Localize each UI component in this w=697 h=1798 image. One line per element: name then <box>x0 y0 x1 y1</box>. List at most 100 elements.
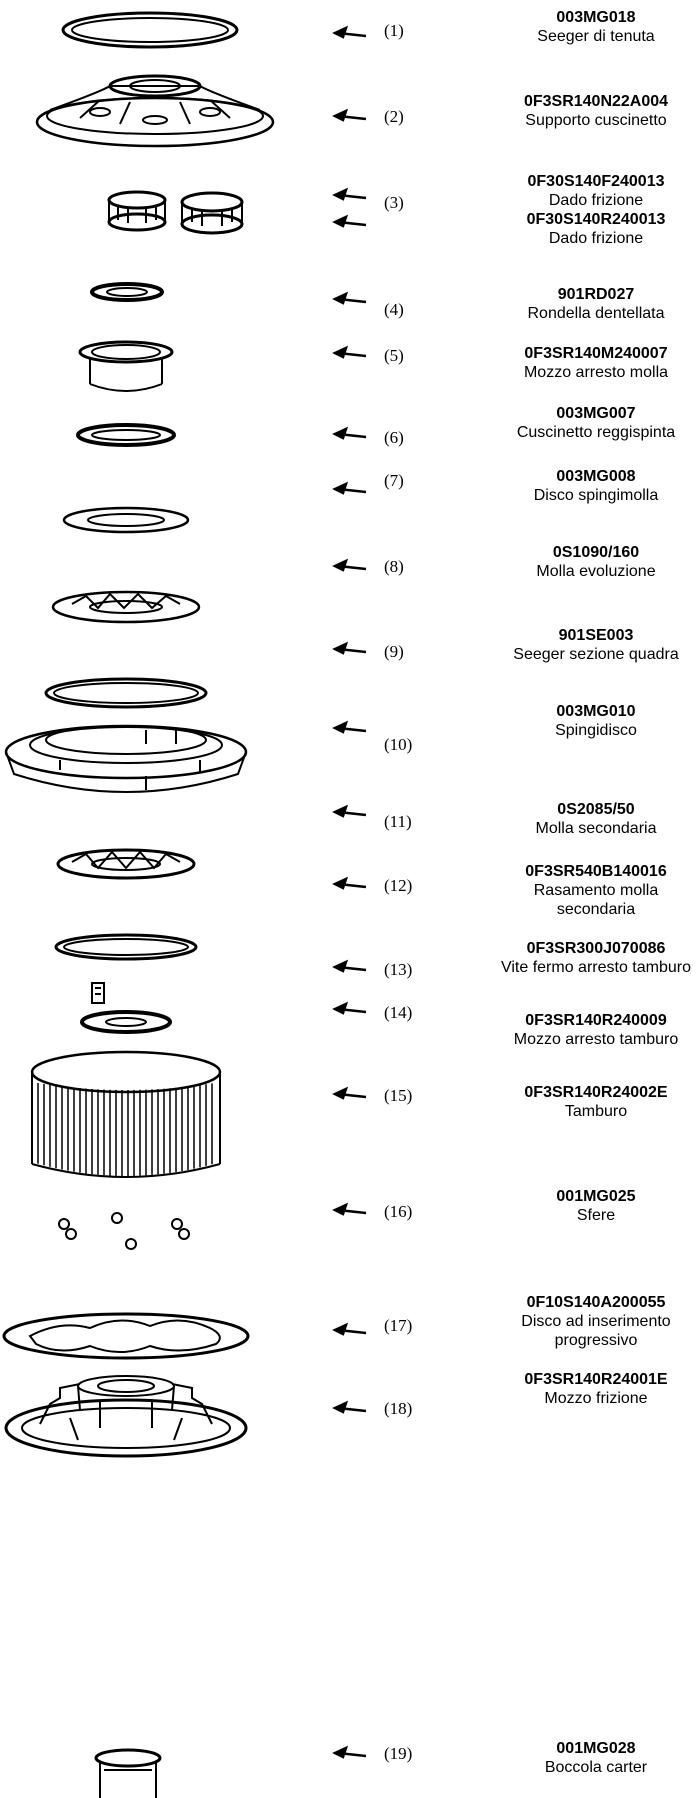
part-code: 901RD027 <box>557 286 635 303</box>
part-10-pressure-plate <box>4 724 248 793</box>
part-2-bearing-support <box>35 74 275 148</box>
part-label: 0F3SR140R24001E Mozzo frizione <box>496 1370 696 1408</box>
arrow-head <box>332 876 349 890</box>
part-code: 003MG018 <box>556 9 636 26</box>
part-description: Spingidisco <box>555 722 637 739</box>
part-label: 0F3SR140R24002E Tamburo <box>496 1083 696 1121</box>
part-description: Cuscinetto reggispinta <box>516 424 676 441</box>
part-description: Rondella dentellata <box>527 305 665 322</box>
part-code: 0F3SR140R240009 <box>525 1012 667 1029</box>
part-15-drum <box>30 1050 222 1178</box>
part-description: Seeger di tenuta <box>537 28 655 45</box>
part-8-evolution-spring <box>51 590 201 624</box>
part-description: Molla secondaria <box>535 820 657 837</box>
callout-number: (11) <box>384 812 412 831</box>
part-code: 0F3SR140R24001E <box>524 1371 668 1388</box>
callout-number: (17) <box>384 1316 413 1335</box>
part-code: 0F3SR140N22A004 <box>523 93 669 110</box>
arrow-head <box>332 1745 349 1759</box>
callout-number: (14) <box>384 1003 413 1022</box>
part-description: Disco spingimolla <box>533 487 659 504</box>
callout-number: (15) <box>384 1086 413 1105</box>
part-3-clutch-nuts <box>107 190 244 235</box>
callout-number: (6) <box>384 428 404 447</box>
part-description: Molla evoluzione <box>536 563 656 580</box>
callout-number: (9) <box>384 642 404 661</box>
part-4-toothed-washer <box>90 282 164 302</box>
part-6-thrust-bearing <box>76 423 176 447</box>
arrow-head <box>332 187 349 201</box>
arrow-head <box>332 558 349 572</box>
arrow-head <box>332 25 349 39</box>
callout-number: (5) <box>384 346 404 365</box>
arrow-head <box>332 214 349 228</box>
part-code: 901SE003 <box>558 627 634 644</box>
part-description: Mozzo arresto tamburo <box>513 1031 679 1048</box>
part-code: 0S1090/160 <box>552 544 640 561</box>
part-code: 0S2085/50 <box>557 801 635 818</box>
part-description: Vite fermo arresto tamburo <box>500 959 691 976</box>
arrow-head <box>332 1322 349 1336</box>
callout-number: (4) <box>384 300 404 319</box>
part-code: 003MG007 <box>556 405 636 422</box>
part-description: Rasamento molla secondaria <box>533 882 659 918</box>
callout-number: (18) <box>384 1399 413 1418</box>
callout-number: (2) <box>384 107 404 126</box>
part-description: Dado frizione <box>548 230 644 247</box>
part-description: Mozzo arresto molla <box>523 364 669 381</box>
arrow-head <box>332 345 349 359</box>
arrow-head <box>332 108 349 122</box>
part-9-square-snap-ring <box>44 677 208 709</box>
leader-arrows <box>332 25 367 1759</box>
arrow-head <box>332 1001 349 1015</box>
callout-number: (13) <box>384 960 413 979</box>
part-13-ring <box>54 933 198 961</box>
callout-number: (8) <box>384 557 404 576</box>
callout-number: (12) <box>384 876 413 895</box>
part-code: 0F3SR540B140016 <box>525 863 667 880</box>
callout-number: (10) <box>384 735 413 754</box>
part-description: Seeger sezione quadra <box>513 646 679 663</box>
part-description: Boccola carter <box>544 1759 648 1776</box>
callout-number: (1) <box>384 21 404 40</box>
callout-number: (3) <box>384 193 404 212</box>
part-code: 0F3SR140M240007 <box>524 345 668 362</box>
part-description: Mozzo frizione <box>544 1390 648 1407</box>
part-description: Dado frizione <box>548 192 644 209</box>
part-18-clutch-hub <box>4 1375 248 1458</box>
part-description: Tamburo <box>564 1103 628 1120</box>
part-code: 0F3SR300J070086 <box>526 940 666 957</box>
part-7-spring-disc <box>62 506 190 534</box>
arrow-head <box>332 426 349 440</box>
arrow-head <box>332 804 349 818</box>
arrow-head <box>332 1202 349 1216</box>
part-19-housing-bushing <box>94 1748 162 1798</box>
part-code: 003MG010 <box>556 703 636 720</box>
arrow-head <box>332 1400 349 1414</box>
arrow-head <box>332 959 349 973</box>
part-description: Sfere <box>576 1207 616 1224</box>
part-code: 0F30S140F240013 <box>527 173 665 190</box>
part-14-drum-stop-hub <box>80 1010 172 1034</box>
arrow-head <box>332 291 349 305</box>
part-16-balls <box>58 1212 190 1250</box>
part-5-spring-stop-hub <box>78 340 174 392</box>
part-code: 003MG008 <box>556 468 636 485</box>
part-17-progressive-disc <box>2 1312 250 1360</box>
part-code: 0F3SR140R24002E <box>524 1084 668 1101</box>
part-code: 001MG025 <box>556 1188 636 1205</box>
part-12-secondary-spring-shim <box>56 848 196 880</box>
